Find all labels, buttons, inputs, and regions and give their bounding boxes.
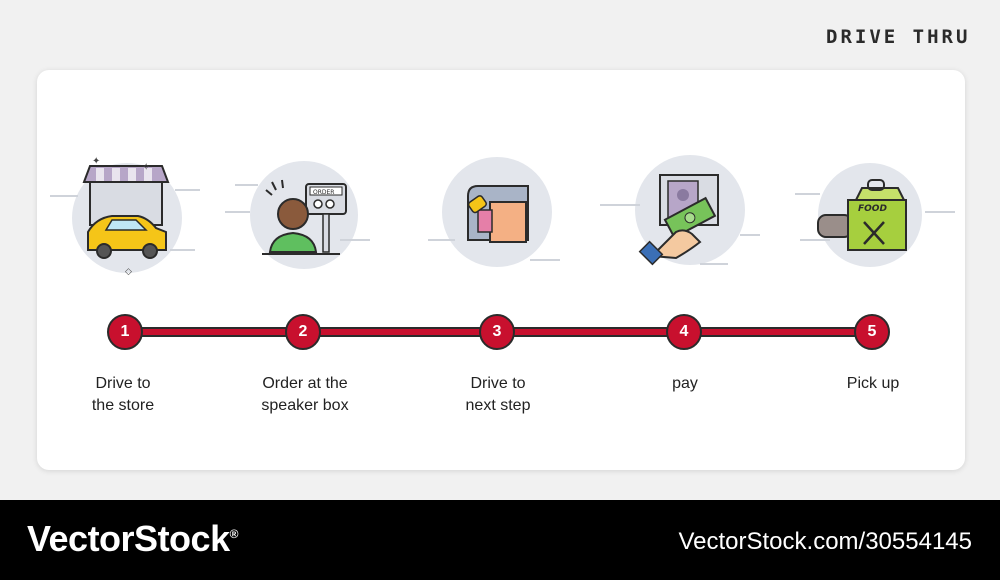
step-number-3: 3: [479, 314, 515, 350]
steps-card: [37, 70, 965, 470]
step-number-2: 2: [285, 314, 321, 350]
step-number-1: 1: [107, 314, 143, 350]
step-number-5: 5: [854, 314, 890, 350]
food-bag-icon: FOOD: [795, 163, 955, 267]
svg-text:FOOD: FOOD: [858, 204, 887, 214]
svg-text:◇: ◇: [125, 266, 132, 276]
footer-bar: [0, 500, 1000, 580]
brand-logo: VectorStock®: [27, 518, 238, 559]
page-title: DRIVE THRU: [826, 26, 971, 48]
svg-text:✦: ✦: [92, 156, 100, 167]
step-label-4: pay: [672, 375, 698, 392]
order-speaker-icon: ORDER: [225, 161, 370, 269]
car-at-store-icon: ✦ ✧ ◇: [50, 156, 200, 276]
payment-hand-icon: [600, 155, 760, 266]
svg-text:✧: ✧: [142, 162, 150, 173]
drive-window-icon: [428, 157, 560, 267]
illustrations: ✦ ✧ ◇ ORDER: [50, 155, 955, 276]
step-number-4: 4: [666, 314, 702, 350]
footer-url: VectorStock.com/30554145: [678, 528, 972, 555]
svg-text:ORDER: ORDER: [313, 189, 334, 196]
step-label-5: Pick up: [846, 375, 900, 392]
